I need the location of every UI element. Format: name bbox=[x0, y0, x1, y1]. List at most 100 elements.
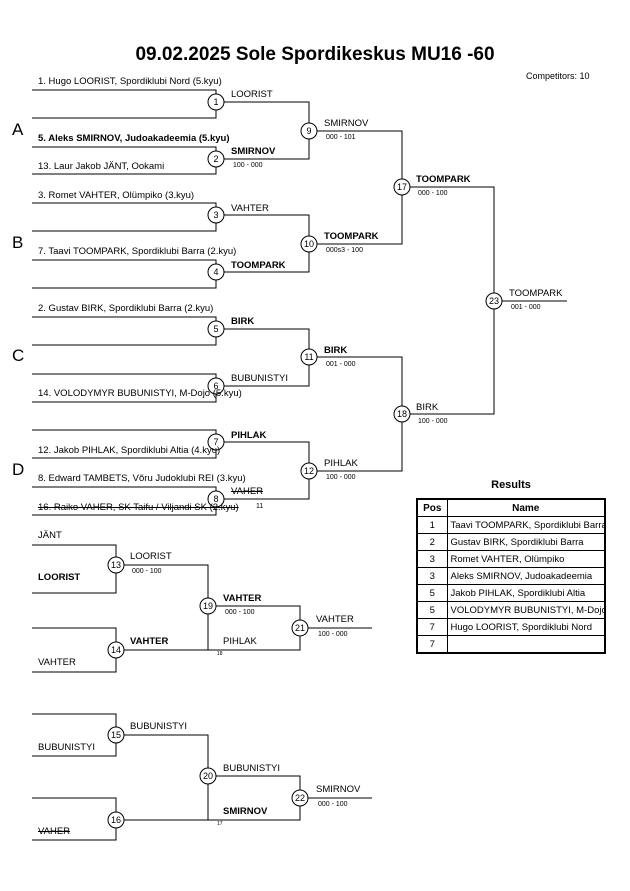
pool-label-c: C bbox=[12, 346, 25, 365]
match-number-23: 23 bbox=[489, 296, 499, 306]
rep-16-bottom: VAHER bbox=[38, 826, 71, 837]
rep-20-lower: SMIRNOV bbox=[223, 806, 268, 817]
rep-20-lower-note: 17 bbox=[217, 821, 223, 827]
result-name bbox=[446, 635, 606, 654]
rep-13-winner: LOORIST bbox=[130, 551, 172, 562]
match-number-8: 8 bbox=[213, 494, 218, 504]
entry-16: 16. Raiko VAHER, SK Taifu / Viljandi SK … bbox=[38, 502, 239, 513]
match-2-winner: SMIRNOV bbox=[231, 146, 276, 157]
match-number-20: 20 bbox=[203, 771, 213, 781]
result-name: VOLODYMYR BUBUNISTYI, M-Dojo bbox=[446, 601, 606, 619]
match-number-2: 2 bbox=[213, 154, 218, 164]
results-header-pos: Pos bbox=[416, 498, 448, 517]
result-name: Hugo LOORIST, Spordiklubi Nord bbox=[446, 618, 606, 636]
entry-13: 13. Laur Jakob JÄNT, Ookami bbox=[38, 161, 165, 172]
competitors-count: Competitors: 10 bbox=[526, 71, 590, 81]
result-name: Aleks SMIRNOV, Judoakadeemia bbox=[446, 567, 606, 585]
match-number-10: 10 bbox=[304, 239, 314, 249]
result-pos: 5 bbox=[416, 601, 448, 619]
rep-20-winner: BUBUNISTYI bbox=[223, 763, 281, 774]
match-number-9: 9 bbox=[306, 126, 311, 136]
match-12-score: 100 - 000 bbox=[326, 474, 356, 481]
rep-13-score: 000 - 100 bbox=[132, 568, 162, 575]
match-17-winner: TOOMPARK bbox=[416, 174, 471, 185]
match-3-winner: VAHTER bbox=[231, 203, 269, 214]
match-number-13: 13 bbox=[111, 560, 121, 570]
result-pos: 1 bbox=[416, 516, 448, 534]
match-23-winner: TOOMPARK bbox=[509, 288, 563, 299]
match-9-score: 000 - 101 bbox=[326, 134, 356, 141]
rep-14-winner: VAHTER bbox=[130, 636, 169, 647]
result-pos: 7 bbox=[416, 618, 448, 636]
result-pos: 2 bbox=[416, 533, 448, 551]
match-7-winner: PIHLAK bbox=[231, 430, 267, 441]
match-number-1: 1 bbox=[213, 97, 218, 107]
match-number-12: 12 bbox=[304, 466, 314, 476]
match-number-7: 7 bbox=[213, 437, 218, 447]
rep-19-lower: PIHLAK bbox=[223, 636, 257, 647]
result-name: Jakob PIHLAK, Spordiklubi Altia bbox=[446, 584, 606, 602]
match-10-score: 000s3 - 100 bbox=[326, 247, 363, 254]
result-name: Gustav BIRK, Spordiklubi Barra bbox=[446, 533, 606, 551]
pool-label-b: B bbox=[12, 233, 24, 252]
match-11-winner: BIRK bbox=[324, 345, 348, 356]
match-number-22: 22 bbox=[295, 793, 305, 803]
rep-14-bottom: VAHTER bbox=[38, 657, 76, 668]
result-pos: 3 bbox=[416, 567, 448, 585]
match-number-18: 18 bbox=[397, 409, 407, 419]
results-header-name: Name bbox=[446, 498, 606, 517]
rep-13-top: JÄNT bbox=[38, 530, 62, 541]
match-9-winner: SMIRNOV bbox=[324, 118, 369, 129]
match-number-19: 19 bbox=[203, 601, 213, 611]
result-name: Romet VAHTER, Olümpiko bbox=[446, 550, 606, 568]
match-number-11: 11 bbox=[304, 352, 313, 362]
match-number-17: 17 bbox=[397, 182, 407, 192]
rep-19-winner: VAHTER bbox=[223, 593, 262, 604]
rep-19-lower-note: 18 bbox=[217, 651, 223, 657]
entry-5: 5. Aleks SMIRNOV, Judoakadeemia (5.kyu) bbox=[38, 133, 230, 144]
match-number-21: 21 bbox=[295, 623, 305, 633]
match-number-14: 14 bbox=[111, 645, 121, 655]
entry-2: 2. Gustav BIRK, Spordiklubi Barra (2.kyu… bbox=[38, 303, 214, 314]
match-8-winner: VAHER bbox=[231, 486, 264, 497]
match-6-winner: BUBUNISTYI bbox=[231, 373, 289, 384]
match-number-5: 5 bbox=[213, 324, 218, 334]
match-number-6: 6 bbox=[213, 381, 218, 391]
result-pos: 5 bbox=[416, 584, 448, 602]
result-pos: 7 bbox=[416, 635, 448, 654]
match-12-winner: PIHLAK bbox=[324, 458, 358, 469]
match-number-3: 3 bbox=[213, 210, 218, 220]
match-number-15: 15 bbox=[111, 730, 121, 740]
rep-22-winner: SMIRNOV bbox=[316, 784, 361, 795]
entry-3: 3. Romet VAHTER, Olümpiko (3.kyu) bbox=[38, 190, 195, 201]
entry-7: 7. Taavi TOOMPARK, Spordiklubi Barra (2.… bbox=[38, 246, 237, 257]
rep-15-bottom: BUBUNISTYI bbox=[38, 742, 96, 753]
match-11-score: 001 - 000 bbox=[326, 361, 356, 368]
match-23-score: 001 - 000 bbox=[511, 304, 541, 311]
rep-22-score: 000 - 100 bbox=[318, 801, 348, 808]
match-number-4: 4 bbox=[213, 267, 218, 277]
match-1-winner: LOORIST bbox=[231, 89, 273, 100]
rep-19-score: 000 - 100 bbox=[225, 609, 255, 616]
result-pos: 3 bbox=[416, 550, 448, 568]
match-5-winner: BIRK bbox=[231, 316, 255, 327]
table-row: 7 bbox=[416, 635, 606, 654]
entry-8: 8. Edward TAMBETS, Võru Judoklubi REI (3… bbox=[38, 473, 246, 484]
result-name: Taavi TOOMPARK, Spordiklubi Barra bbox=[446, 516, 606, 534]
match-2-score: 100 - 000 bbox=[233, 162, 263, 169]
entry-14: 14. VOLODYMYR BUBUNISTYI, M-Dojo (5.kyu) bbox=[38, 388, 242, 399]
match-4-winner: TOOMPARK bbox=[231, 260, 286, 271]
match-10-winner: TOOMPARK bbox=[324, 231, 379, 242]
rep-21-winner: VAHTER bbox=[316, 614, 354, 625]
results-header-row: Pos Name bbox=[416, 498, 606, 517]
match-number-16: 16 bbox=[111, 815, 121, 825]
entry-1: 1. Hugo LOORIST, Spordiklubi Nord (5.kyu… bbox=[38, 76, 222, 87]
